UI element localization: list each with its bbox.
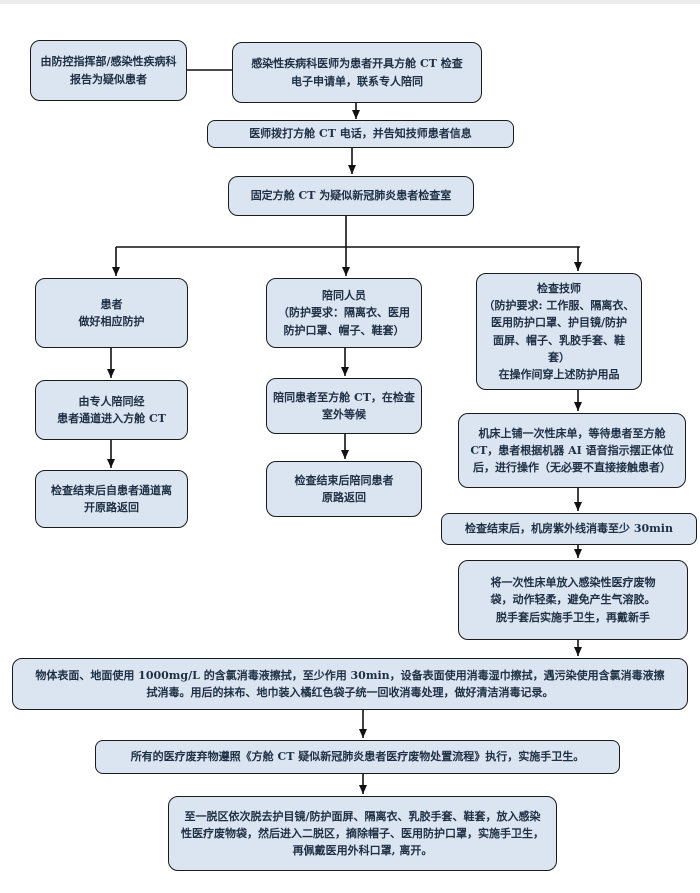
node-uv-disinfect: 检查结束后，机房紫外线消毒至少 30min	[441, 513, 697, 545]
node-sheet-disposal: 将一次性床单放入感染性医疗废物 袋，动作轻柔，避免产生气溶胶。 脱手套后实施手卫…	[458, 560, 688, 640]
node-escort-return: 检查结束后陪同患者 原路返回	[266, 461, 422, 517]
node-escort-staff: 陪同人员 （防护要求：隔离衣、医用 防护口罩、帽子、鞋套）	[266, 278, 422, 348]
node-escort-wait: 陪同患者至方舱 CT，在检查 室外等候	[266, 378, 422, 434]
node-call-technician: 医师拨打方舱 CT 电话，并告知技师患者信息	[207, 120, 514, 148]
node-report-source: 由防控指挥部/感染性疾病科 报告为疑似患者	[30, 40, 187, 101]
node-doffing: 至一脱区依次脱去护目镜/防护面屏、隔离衣、乳胶手套、鞋套，放入感染 性医疗废物袋…	[168, 796, 557, 871]
node-technician: 检查技师 （防护要求: 工作服、隔离衣、 医用防护口罩、护目镜/防护 面屏、帽子…	[476, 273, 642, 390]
node-medical-waste: 所有的医疗废弃物遵照《方舱 CT 疑似新冠肺炎患者医疗废物处置流程》执行，实施手…	[95, 740, 620, 774]
node-patient-escort-entry: 由专人陪同经 患者通道进入方舱 CT	[35, 380, 188, 440]
page-edge-strip	[0, 0, 700, 4]
node-fixed-ct-room: 固定方舱 CT 为疑似新冠肺炎患者检查室	[228, 176, 474, 216]
node-technician-operate: 机床上铺一次性床单，等待患者至方舱 CT，患者根据机器 AI 语音指示摆正体位 …	[458, 413, 686, 488]
node-patient-return: 检查结束后自患者通道离 开原路返回	[35, 470, 188, 528]
node-patient: 患者 做好相应防护	[35, 278, 188, 348]
node-surface-disinfect: 物体表面、地面使用 1000mg/L 的含氯消毒液擦拭，至少作用 30min，设…	[12, 658, 688, 710]
node-ct-order: 感染性疾病科医师为患者开具方舱 CT 检查 电子申请单，联系专人陪同	[232, 42, 482, 103]
